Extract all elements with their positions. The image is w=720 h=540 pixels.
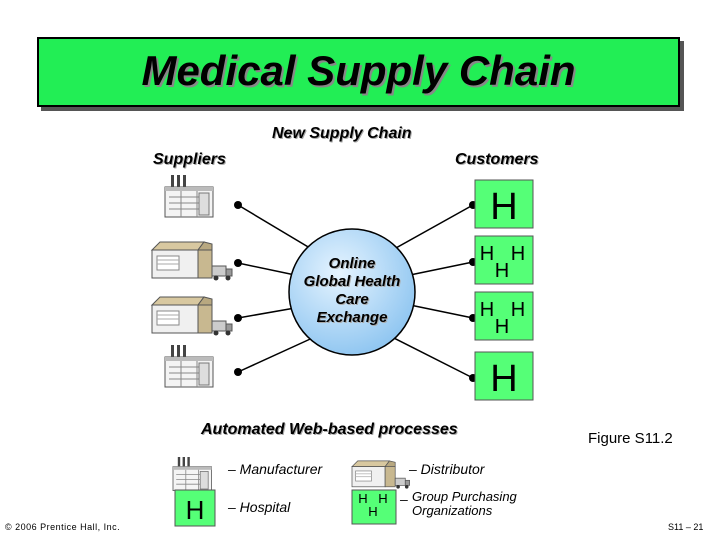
exchange-label-line: Online — [328, 255, 376, 272]
legend-manufacturer: – Manufacturer — [228, 461, 323, 477]
exchange-label-line: Exchange — [316, 309, 388, 326]
hospital-glyph: H — [495, 316, 509, 338]
hospital-group-icon: H H H — [351, 489, 397, 525]
hospital-glyph: H — [490, 358, 517, 400]
bottom-caption: Automated Web-based processes — [201, 421, 458, 438]
exchange-label-line: Care — [335, 291, 369, 308]
hospital-glyph: H — [511, 243, 525, 265]
hospital-glyph: H — [480, 299, 494, 321]
exchange-sphere — [288, 228, 416, 356]
warehouse-truck-icon — [151, 241, 233, 281]
legend-distributor: – Distributor — [409, 461, 485, 477]
hospital-h-icon: H — [474, 179, 534, 229]
warehouse-truck-icon — [151, 296, 233, 336]
exchange-label: Online Global Health Care Exchange — [289, 255, 415, 327]
hospital-glyph: H — [495, 260, 509, 282]
copyright: © 2006 Prentice Hall, Inc. — [5, 522, 121, 532]
legend-hospital: – Hospital — [228, 499, 291, 515]
hospital-glyph: H — [480, 243, 494, 265]
hospital-glyph: H — [511, 299, 525, 321]
hospital-glyph: H — [378, 491, 387, 506]
warehouse-truck-icon — [351, 460, 410, 489]
customers-header: Customers — [455, 151, 539, 168]
figure-label: Figure S11.2 — [588, 430, 673, 447]
title-banner: Medical Supply Chain — [37, 37, 680, 107]
diagram-subtitle: New Supply Chain — [272, 125, 412, 142]
page-number: S11 – 21 — [668, 522, 704, 532]
exchange-label-line: Global Health — [303, 273, 401, 290]
hospital-glyph: H — [490, 186, 517, 228]
factory-icon — [164, 174, 214, 218]
legend-gpo-line: Group Purchasing — [412, 489, 517, 504]
suppliers-header: Suppliers — [153, 151, 226, 168]
hospital-h-icon: H — [474, 351, 534, 401]
legend-gpo: Group Purchasing Organizations — [412, 490, 517, 518]
hospital-group-icon: H H H — [474, 291, 534, 341]
factory-icon — [172, 456, 212, 492]
factory-icon — [164, 344, 214, 388]
page-title: Medical Supply Chain — [141, 47, 576, 94]
hospital-group-icon: H H H — [474, 235, 534, 285]
legend-gpo-dash: – — [400, 491, 408, 507]
supplier-connector-dots — [234, 201, 242, 376]
hospital-glyph: H — [358, 491, 367, 506]
legend-gpo-line: Organizations — [412, 503, 493, 518]
hospital-glyph: H — [186, 495, 205, 525]
hospital-h-icon: H — [174, 489, 216, 527]
hospital-glyph: H — [368, 504, 377, 519]
